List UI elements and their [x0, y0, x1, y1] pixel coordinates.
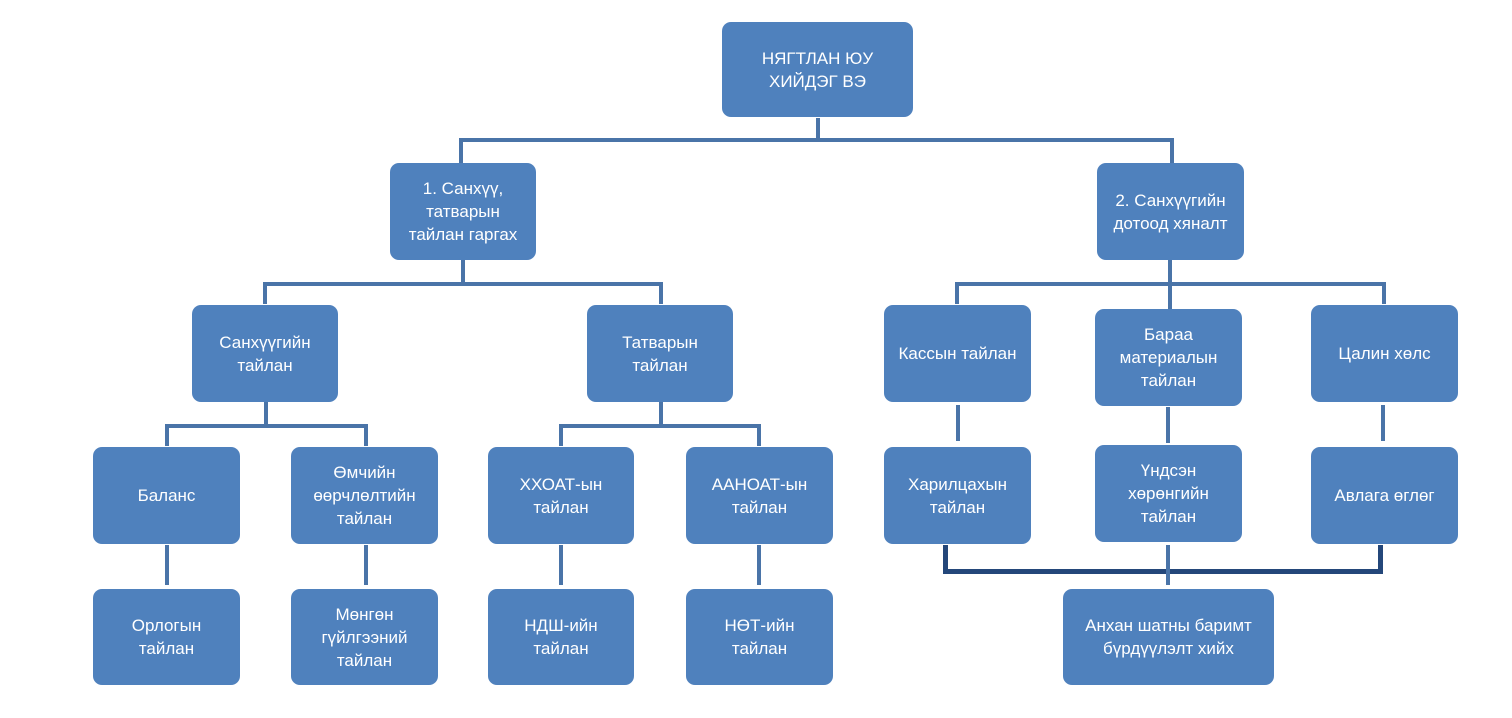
connector-line [1381, 405, 1385, 441]
connector-line [943, 545, 948, 574]
connector-line [659, 402, 663, 426]
node-root: НЯГТЛАН ЮУ ХИЙДЭГ ВЭ [722, 22, 913, 117]
node-label: Анхан шатны баримт бүрдүүлэлт хийх [1085, 616, 1252, 658]
node-cash-flow: Мөнгөн гүйлгээний тайлан [291, 589, 438, 685]
connector-line [956, 405, 960, 441]
node-pit-report: ХХОАТ-ын тайлан [488, 447, 634, 544]
node-label: Харилцахын тайлан [908, 474, 1007, 517]
node-fixed-assets-report: Үндсэн хөрөнгийн тайлан [1095, 445, 1242, 542]
connector-line [165, 545, 169, 585]
connector-line [559, 545, 563, 585]
connector-line [459, 138, 1174, 142]
connector-line [165, 424, 368, 428]
node-label: 2. Санхүүгийн дотоод хяналт [1113, 190, 1228, 233]
connector-line [364, 424, 368, 446]
node-social-insurance-report: НДШ-ийн тайлан [488, 589, 634, 685]
connector-line [264, 402, 268, 426]
node-tax-reports: Татварын тайлан [587, 305, 733, 402]
node-label: НДШ-ийн тайлан [524, 616, 598, 658]
node-receivables-payables: Авлага өглөг [1311, 447, 1458, 544]
node-label: Орлогын тайлан [131, 616, 202, 658]
node-label: ХХОАТ-ын тайлан [519, 474, 603, 517]
node-label: Кассын тайлан [898, 344, 1017, 363]
node-cash-report: Кассын тайлан [884, 305, 1031, 402]
node-label: Авлага өглөг [1334, 486, 1435, 505]
connector-line [757, 424, 761, 446]
connector-line [559, 424, 761, 428]
node-label: Бараа материалын тайлан [1119, 325, 1218, 390]
connector-line [263, 282, 267, 304]
node-label: Цалин хөлс [1338, 344, 1431, 363]
node-vat-report: НӨТ-ийн тайлан [686, 589, 833, 685]
node-equity-change: Өмчийн өөрчлөлтийн тайлан [291, 447, 438, 544]
connector-line [1382, 282, 1386, 304]
node-label: НЯГТЛАН ЮУ ХИЙДЭГ ВЭ [761, 48, 874, 91]
node-label: Баланс [137, 486, 196, 505]
connector-line [955, 282, 1386, 286]
node-financial-tax-reporting: 1. Санхүү, татварын тайлан гаргах [390, 163, 536, 260]
connector-line [165, 424, 169, 446]
node-label: 1. Санхүү, татварын тайлан гаргах [408, 179, 518, 244]
node-label: Санхүүгийн тайлан [219, 332, 311, 375]
node-balance: Баланс [93, 447, 240, 544]
connector-line [263, 282, 663, 286]
connector-line [1378, 545, 1383, 574]
node-label: ААНОАТ-ын тайлан [711, 474, 808, 517]
node-label: Үндсэн хөрөнгийн тайлан [1128, 461, 1209, 526]
connector-line [955, 282, 959, 304]
connector-line [1166, 407, 1170, 443]
connector-line [1166, 545, 1170, 585]
node-label: Мөнгөн гүйлгээний тайлан [321, 604, 408, 670]
node-internal-control: 2. Санхүүгийн дотоод хяналт [1097, 163, 1244, 260]
connector-line [659, 282, 663, 304]
node-inventory-report: Бараа материалын тайлан [1095, 309, 1242, 406]
node-settlement-report: Харилцахын тайлан [884, 447, 1031, 544]
node-label: НӨТ-ийн тайлан [724, 616, 795, 658]
connector-line [943, 569, 1383, 574]
connector-line [559, 424, 563, 446]
connector-line [757, 545, 761, 585]
node-cit-report: ААНОАТ-ын тайлан [686, 447, 833, 544]
node-financial-statements: Санхүүгийн тайлан [192, 305, 338, 402]
node-income-statement: Орлогын тайлан [93, 589, 240, 685]
connector-line [459, 138, 463, 164]
connector-line [461, 260, 465, 284]
connector-line [816, 118, 820, 140]
node-label: Татварын тайлан [622, 332, 698, 375]
node-label: Өмчийн өөрчлөлтийн тайлан [313, 463, 416, 528]
node-payroll: Цалин хөлс [1311, 305, 1458, 402]
connector-line [364, 545, 368, 585]
connector-line [1170, 138, 1174, 164]
node-primary-documents: Анхан шатны баримт бүрдүүлэлт хийх [1063, 589, 1274, 685]
